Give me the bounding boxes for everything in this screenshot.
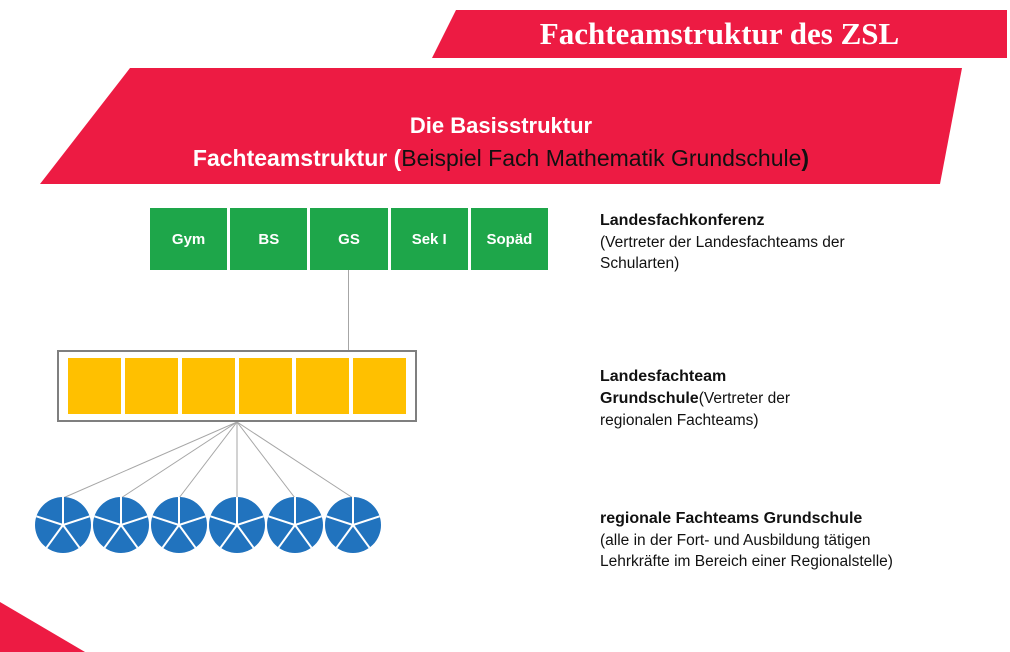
landesfachteam-desc: (Vertreter der regionalen Fachteams) [600,389,790,429]
yellow-cell [68,358,121,414]
header-line2: Fachteamstruktur (Beispiel Fach Mathemat… [193,145,809,172]
landesfachkonferenz-title: Landesfachkonferenz [600,212,765,229]
landesfachkonferenz-desc: (Vertreter der Landesfachteams der Schul… [600,233,845,273]
header-line1: Die Basisstruktur [409,113,593,138]
green-cell-gym: Gym [150,208,228,270]
team-circle [267,497,323,553]
yellow-cell [125,358,178,414]
yellow-cell [239,358,292,414]
header-line2-subtitle: Beispiel Fach Mathematik Grundschule [401,145,802,171]
green-cell-bs: BS [230,208,308,270]
regionale-fachteams-title: regionale Fachteams Grundschule [600,510,863,527]
team-circle [325,497,381,553]
green-cell-gs: GS [310,208,388,270]
team-circle [35,497,91,553]
yellow-cell [182,358,235,414]
fan-connector-lines [62,422,354,499]
connector-line-vertical [348,270,349,350]
slide-title: Fachteamstruktur des ZSL [539,16,900,51]
schularten-table: Gym BS GS Sek I Sopäd [150,208,549,270]
team-circle [93,497,149,553]
landesfachteam-title-line2: Grundschule(Vertreter der regionalen Fac… [600,388,848,432]
label-landesfachkonferenz: Landesfachkonferenz (Vertreter der Lande… [600,210,910,275]
landesfachteam-title-line1: Landesfachteam [600,368,727,385]
label-landesfachteam: Landesfachteam Grundschule(Vertreter der… [600,366,848,432]
header-line2-close: ) [801,145,810,171]
green-cell-sopaed: Sopäd [470,208,549,270]
green-cell-seki: Sek I [390,208,468,270]
team-circle [151,497,207,553]
landesfachteam-title-bold: Grundschule [600,389,699,407]
team-circle [209,497,265,553]
title-banner: Fachteamstruktur des ZSL [432,10,1007,58]
label-regionale-fachteams: regionale Fachteams Grundschule (alle in… [600,508,930,573]
header-banner: Die Basisstruktur Fachteamstruktur (Beis… [40,68,962,184]
yellow-cell [296,358,349,414]
landesfachteam-box [57,350,417,422]
corner-decoration [0,602,85,652]
regional-team-circles [34,496,382,554]
header-line2-bold: Fachteamstruktur ( [192,145,402,171]
yellow-cell [353,358,406,414]
regionale-fachteams-desc: (alle in der Fort- und Ausbildung tätige… [600,531,893,571]
